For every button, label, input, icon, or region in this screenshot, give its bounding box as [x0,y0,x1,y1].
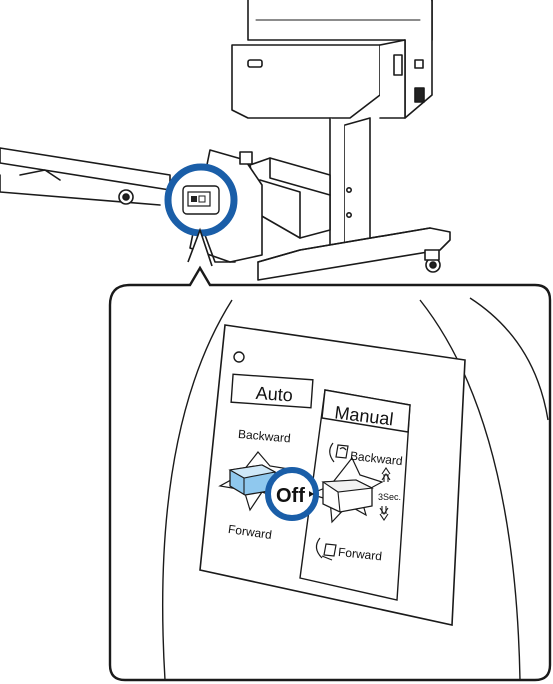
off-label: Off [276,485,305,507]
printer-overview [0,0,450,280]
indicator-lamp [234,352,244,362]
sec-label: 3Sec. [378,492,401,502]
manual-switch-lever[interactable] [323,480,372,512]
auto-label: Auto [255,383,293,406]
off-position-highlight: Off [268,470,316,518]
switch-location-highlight [168,167,234,233]
